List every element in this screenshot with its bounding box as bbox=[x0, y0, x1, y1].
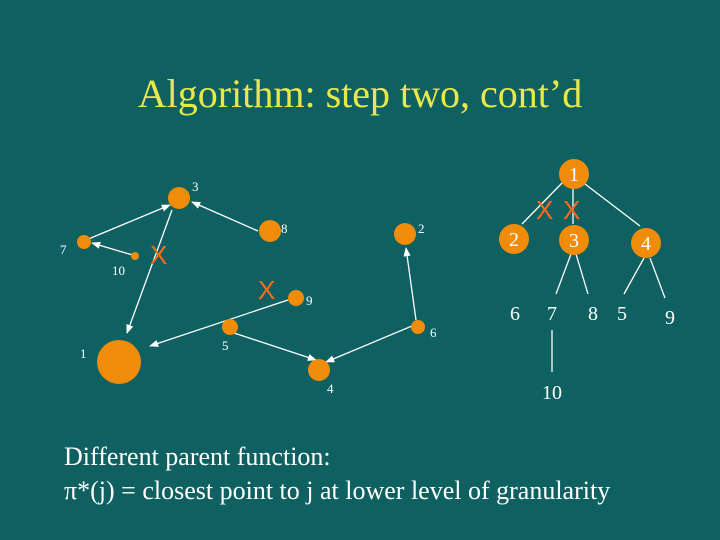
tree-edge-3-7 bbox=[555, 253, 572, 295]
graph-node-3 bbox=[168, 187, 190, 209]
graph-label-2: 2 bbox=[418, 221, 425, 236]
graph-label-4: 4 bbox=[327, 381, 334, 396]
graph-label-7: 7 bbox=[60, 242, 67, 257]
tree-node-4 bbox=[631, 228, 661, 258]
graph-node-10 bbox=[131, 252, 139, 260]
tree-labels: 1 2 3 4 6 7 8 5 9 10 bbox=[509, 164, 675, 404]
tree-edge-3-8 bbox=[575, 253, 589, 295]
graph-label-3: 3 bbox=[192, 179, 199, 194]
tree-label-2: 2 bbox=[509, 229, 519, 251]
graph-node-labels: 3 8 2 7 10 9 6 5 1 4 bbox=[60, 179, 437, 396]
tree-label-7: 7 bbox=[547, 303, 557, 325]
graph-label-8: 8 bbox=[281, 221, 288, 236]
tree-label-4: 4 bbox=[641, 233, 651, 255]
graph-label-1: 1 bbox=[80, 346, 87, 361]
graph-node-1 bbox=[97, 340, 141, 384]
tree-label-8: 8 bbox=[588, 303, 598, 325]
edge-6-2 bbox=[403, 247, 417, 321]
graph-label-9: 9 bbox=[306, 293, 313, 308]
edge-5-4 bbox=[233, 332, 317, 361]
tree-edge-4-9 bbox=[649, 257, 666, 299]
tree-node-1 bbox=[559, 159, 589, 189]
edge-7-3 bbox=[85, 204, 171, 241]
caption-line-2: π*(j) = closest point to j at lower leve… bbox=[64, 476, 611, 505]
tree-label-5: 5 bbox=[617, 303, 627, 325]
graph-node-6 bbox=[411, 320, 425, 334]
tree-label-9: 9 bbox=[665, 307, 675, 329]
slide-title: Algorithm: step two, cont’d bbox=[137, 71, 583, 116]
tree-edge-1-2 bbox=[521, 182, 563, 225]
graph-node-8 bbox=[259, 220, 281, 242]
graph-node-9 bbox=[288, 290, 304, 306]
edge-6-4 bbox=[325, 325, 413, 363]
caption-line-1: Different parent function: bbox=[64, 442, 331, 471]
tree-label-3: 3 bbox=[569, 230, 579, 252]
tree-nodes bbox=[499, 159, 661, 258]
tree-node-2 bbox=[499, 224, 529, 254]
graph-nodes bbox=[77, 187, 425, 384]
tree-node-3 bbox=[559, 225, 589, 255]
graph-label-6: 6 bbox=[430, 325, 437, 340]
graph-label-5: 5 bbox=[222, 338, 229, 353]
graph-x-mark-1: X bbox=[150, 240, 167, 270]
edge-8-3 bbox=[191, 201, 259, 232]
graph-x-mark-2: X bbox=[258, 275, 275, 305]
edge-9-1 bbox=[149, 299, 289, 347]
tree-edges bbox=[521, 182, 666, 372]
graph-label-10: 10 bbox=[112, 263, 125, 278]
tree-x-mark-2: X bbox=[563, 195, 580, 225]
graph-edges bbox=[85, 201, 417, 363]
tree-label-10: 10 bbox=[542, 382, 562, 404]
graph-node-2 bbox=[394, 223, 416, 245]
graph-node-5 bbox=[222, 319, 238, 335]
caption: Different parent function: π*(j) = close… bbox=[64, 440, 704, 508]
tree-label-1: 1 bbox=[569, 164, 579, 186]
tree-edge-4-5 bbox=[623, 257, 645, 295]
tree-x-mark-1: X bbox=[536, 195, 553, 225]
tree-label-6: 6 bbox=[510, 303, 520, 325]
graph-node-7 bbox=[77, 235, 91, 249]
tree-edge-1-4 bbox=[584, 183, 641, 227]
graph-node-4 bbox=[308, 359, 330, 381]
edge-3-1 bbox=[126, 209, 173, 334]
edge-10-7 bbox=[91, 241, 137, 257]
